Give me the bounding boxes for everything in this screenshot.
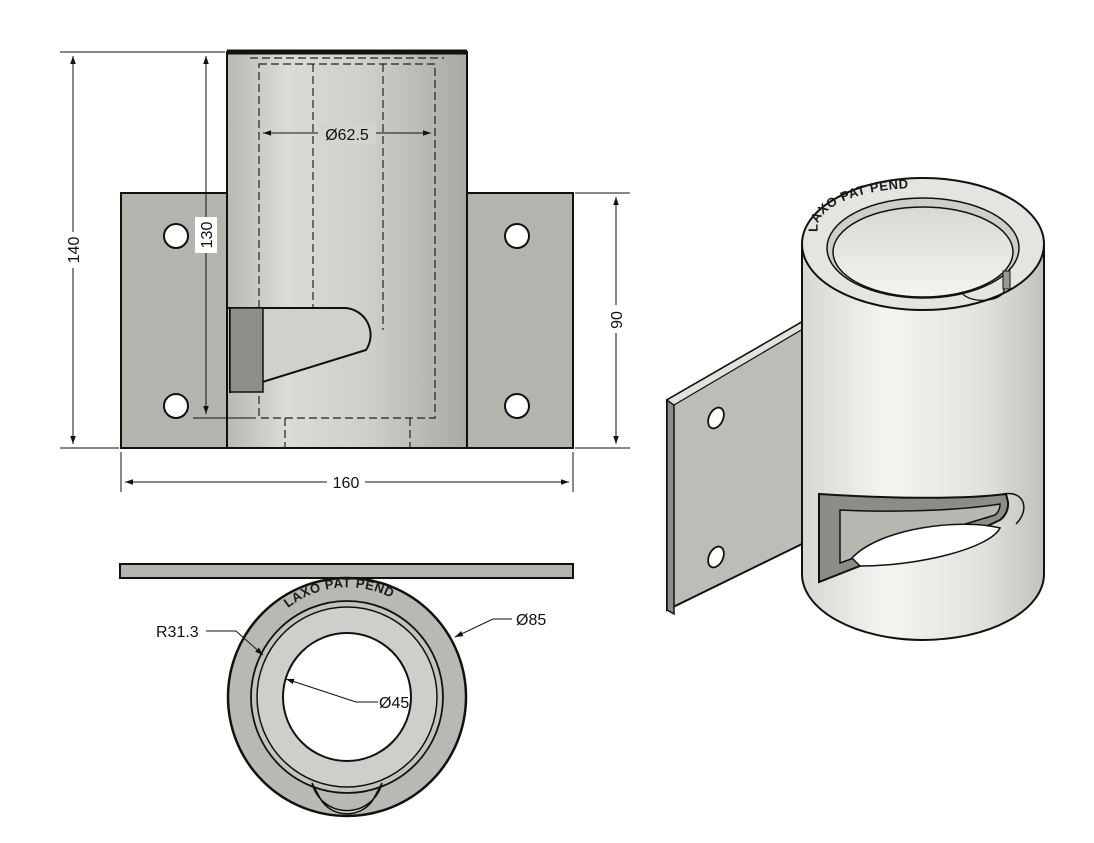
bore-diameter-label: Ø45 <box>379 695 409 712</box>
bore-hole <box>282 632 412 762</box>
tube-body <box>226 51 468 449</box>
dimension-plate-width: 160 <box>120 452 574 492</box>
iso-slot-cutout <box>818 492 1025 584</box>
inner-diameter-label: Ø62.5 <box>325 127 369 144</box>
slot-cutout <box>227 307 372 394</box>
plate-height-label: 90 <box>609 311 626 329</box>
tube-height-label: 130 <box>199 222 216 249</box>
dimension-inner-diameter: Ø62.5 <box>263 124 431 144</box>
front-view: 140 130 90 160 Ø62.5 <box>60 49 630 492</box>
mounting-holes <box>163 223 530 419</box>
outer-diameter-label: Ø85 <box>516 612 546 629</box>
iso-mounting-plate <box>665 320 810 616</box>
leader-outer-diameter: Ø85 <box>454 612 546 638</box>
leader-bore-diameter: Ø45 <box>285 678 409 712</box>
dimension-plate-height: 90 <box>575 192 630 449</box>
isometric-view: LAXO PAT PEND <box>665 176 1045 641</box>
hidden-lines <box>250 57 444 448</box>
dimension-overall-height: 140 <box>60 51 225 449</box>
top-view: LAXO PAT PEND R31.3 Ø85 Ø45 <box>119 563 574 818</box>
slot-notch <box>311 782 383 815</box>
overall-height-label: 140 <box>66 237 83 264</box>
slot-radius-label: R31.3 <box>156 624 199 641</box>
leader-slot-radius: R31.3 <box>156 624 264 656</box>
plate-width-label: 160 <box>333 475 360 492</box>
dimension-tube-height: 130 <box>193 56 256 419</box>
